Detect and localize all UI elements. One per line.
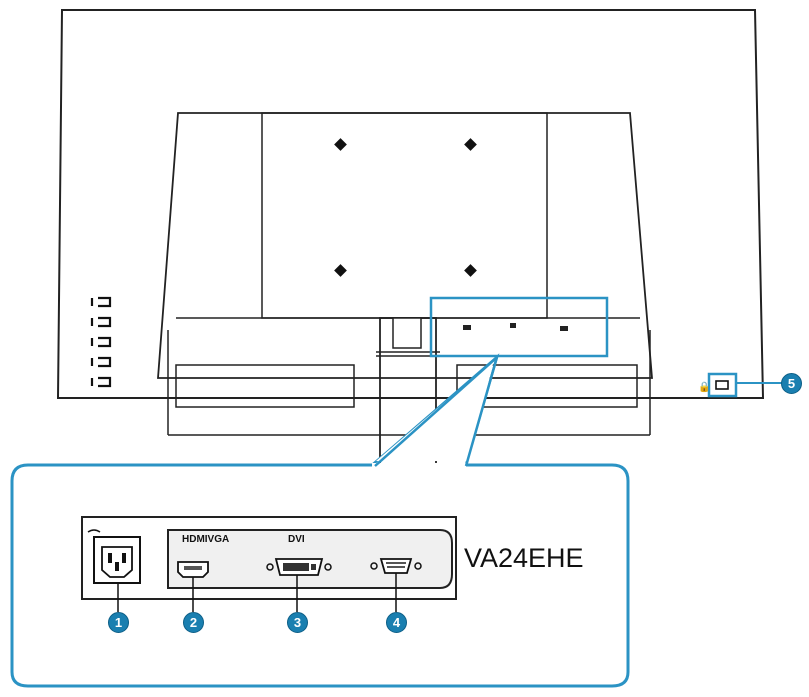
callout-badge-1: 1 [108, 612, 129, 633]
callout-badge-2: 2 [183, 612, 204, 633]
monitor-back-panel [56, 9, 765, 399]
hdmi-vga-label: HDMIVGA [182, 534, 230, 545]
vesa-plate [261, 112, 548, 319]
hdmi-port-icon [177, 561, 209, 578]
base-vent-left [175, 364, 355, 408]
vga-port-icon [370, 558, 422, 574]
base-vent-right [456, 364, 638, 408]
callout-badge-5: 5 [781, 373, 802, 394]
dvi-label: DVI [288, 534, 305, 545]
svg-text:🔒: 🔒 [698, 381, 710, 393]
callout-badge-3: 3 [287, 612, 308, 633]
kensington-lock-highlight [707, 372, 738, 398]
model-name: VA24EHE [464, 543, 584, 573]
port-area-highlight [429, 296, 609, 358]
ac-power-icon [87, 529, 141, 584]
vesa-screw-holes [334, 138, 477, 277]
callout-badge-4: 4 [386, 612, 407, 633]
side-control-buttons [90, 296, 112, 388]
dvi-port-icon [266, 558, 332, 576]
